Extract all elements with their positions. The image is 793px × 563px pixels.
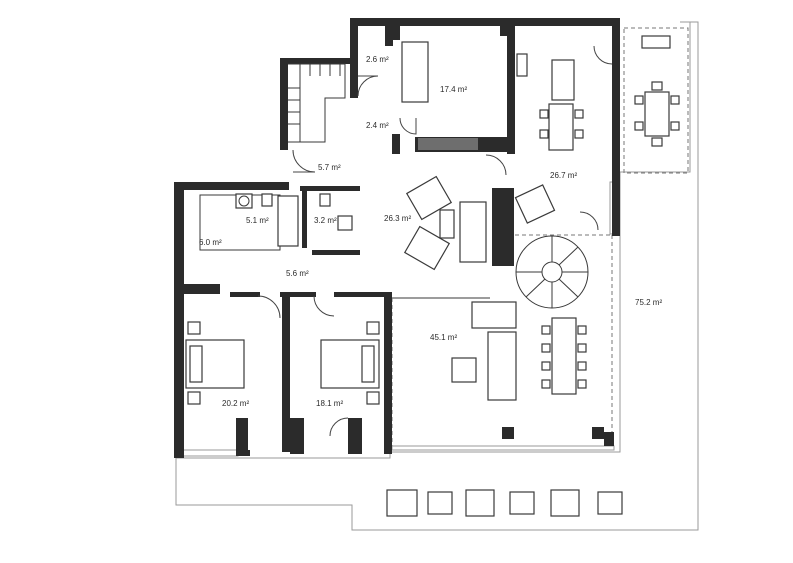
bathroom-fixtures <box>235 193 353 247</box>
room-label-2-4: 2.4 m² <box>366 121 389 130</box>
room-label-18-1: 18.1 m² <box>316 399 343 408</box>
room-label-3-2: 3.2 m² <box>314 216 337 225</box>
room-label-5-7: 5.7 m² <box>318 163 341 172</box>
bedroom-20-furniture <box>185 321 245 405</box>
room-label-2-6: 2.6 m² <box>366 55 389 64</box>
kitchen-furniture <box>516 53 584 151</box>
room-label-26-7: 26.7 m² <box>550 171 577 180</box>
room-label-20-2: 20.2 m² <box>222 399 249 408</box>
doors <box>257 45 613 437</box>
room-label-26-3: 26.3 m² <box>384 214 411 223</box>
room-label-5-1: 5.1 m² <box>246 216 269 225</box>
living-45-1-furniture <box>451 301 587 401</box>
room-label-45-1: 45.1 m² <box>430 333 457 342</box>
room-label-17-4: 17.4 m² <box>440 85 467 94</box>
staircase-upper <box>288 63 346 143</box>
terrace-dining <box>634 35 680 147</box>
room-17-4-furniture <box>401 41 478 150</box>
spiral-staircase <box>515 235 589 309</box>
terrace-outline <box>175 21 699 531</box>
room-label-5-6: 5.6 m² <box>286 269 309 278</box>
room-label-6-0: 6.0 m² <box>199 238 222 247</box>
living-26-3-furniture <box>403 175 556 271</box>
bedroom-18-furniture <box>320 321 380 405</box>
room-label-75-2: 75.2 m² <box>635 298 662 307</box>
terrace-planters <box>386 489 623 517</box>
walls <box>174 18 620 458</box>
